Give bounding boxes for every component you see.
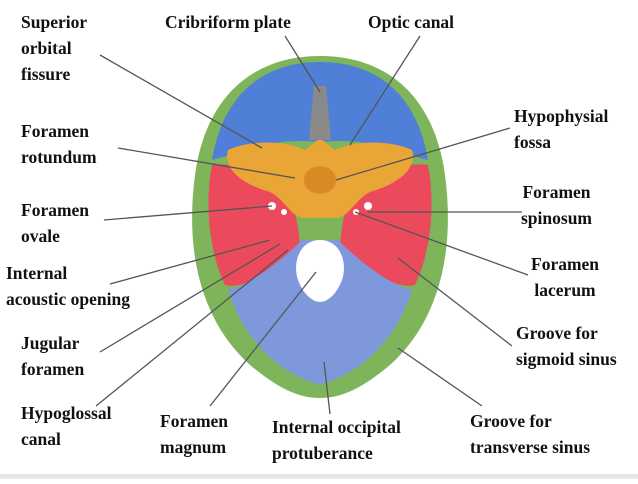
leader-cribriform-plate [284,35,321,93]
leader-groove-sigmoid-sinus [397,257,513,347]
label-superior-orbital-fissure: Superior orbital fissure [21,12,88,84]
label-foramen-magnum: Foramen magnum [160,411,229,457]
label-foramen-ovale: Foramen ovale [21,200,90,246]
label-foramen-rotundum: Foramen rotundum [21,121,97,167]
foramen-ovale-right-mark [364,202,372,210]
label-jugular-foramen: Jugular foramen [21,333,85,379]
label-internal-occipital-protuberance: Internal occipital protuberance [272,417,401,463]
leader-superior-orbital-fissure [99,54,263,149]
leader-foramen-magnum [209,271,317,407]
label-groove-sigmoid-sinus: Groove for sigmoid sinus [516,323,617,369]
leader-hypophysial-fossa [335,127,511,181]
foramen-spinosum-left-mark [281,209,287,215]
leader-foramen-ovale [103,205,273,221]
label-cribriform-plate: Cribriform plate [165,12,291,32]
bottom-divider [0,474,638,479]
leader-internal-acoustic-opening [109,239,271,285]
label-optic-canal: Optic canal [368,12,455,32]
leader-groove-transverse-sinus [397,347,483,407]
leader-jugular-foramen [99,243,281,353]
leader-optic-canal [349,35,421,146]
label-internal-acoustic-opening: Internal acoustic opening [6,263,130,309]
hypophysial-fossa-shape [304,166,336,194]
posterior-cranial-fossa [228,240,412,385]
cribriform-plate-shape [309,86,331,140]
leader-foramen-lacerum [354,211,529,276]
leader-foramen-rotundum [117,147,296,179]
label-hypoglossal-canal: Hypoglossal canal [21,403,112,449]
label-foramen-spinosum: Foramen spinosum [521,182,593,228]
label-hypophysial-fossa: Hypophysial fossa [514,106,609,152]
label-foramen-lacerum: Foramen lacerum [531,254,600,300]
leader-internal-occipital-protuberance [323,361,331,415]
foramen-magnum-shape [296,240,344,302]
label-groove-transverse-sinus: Groove for transverse sinus [470,411,591,457]
leader-hypoglossal-canal [95,249,289,407]
